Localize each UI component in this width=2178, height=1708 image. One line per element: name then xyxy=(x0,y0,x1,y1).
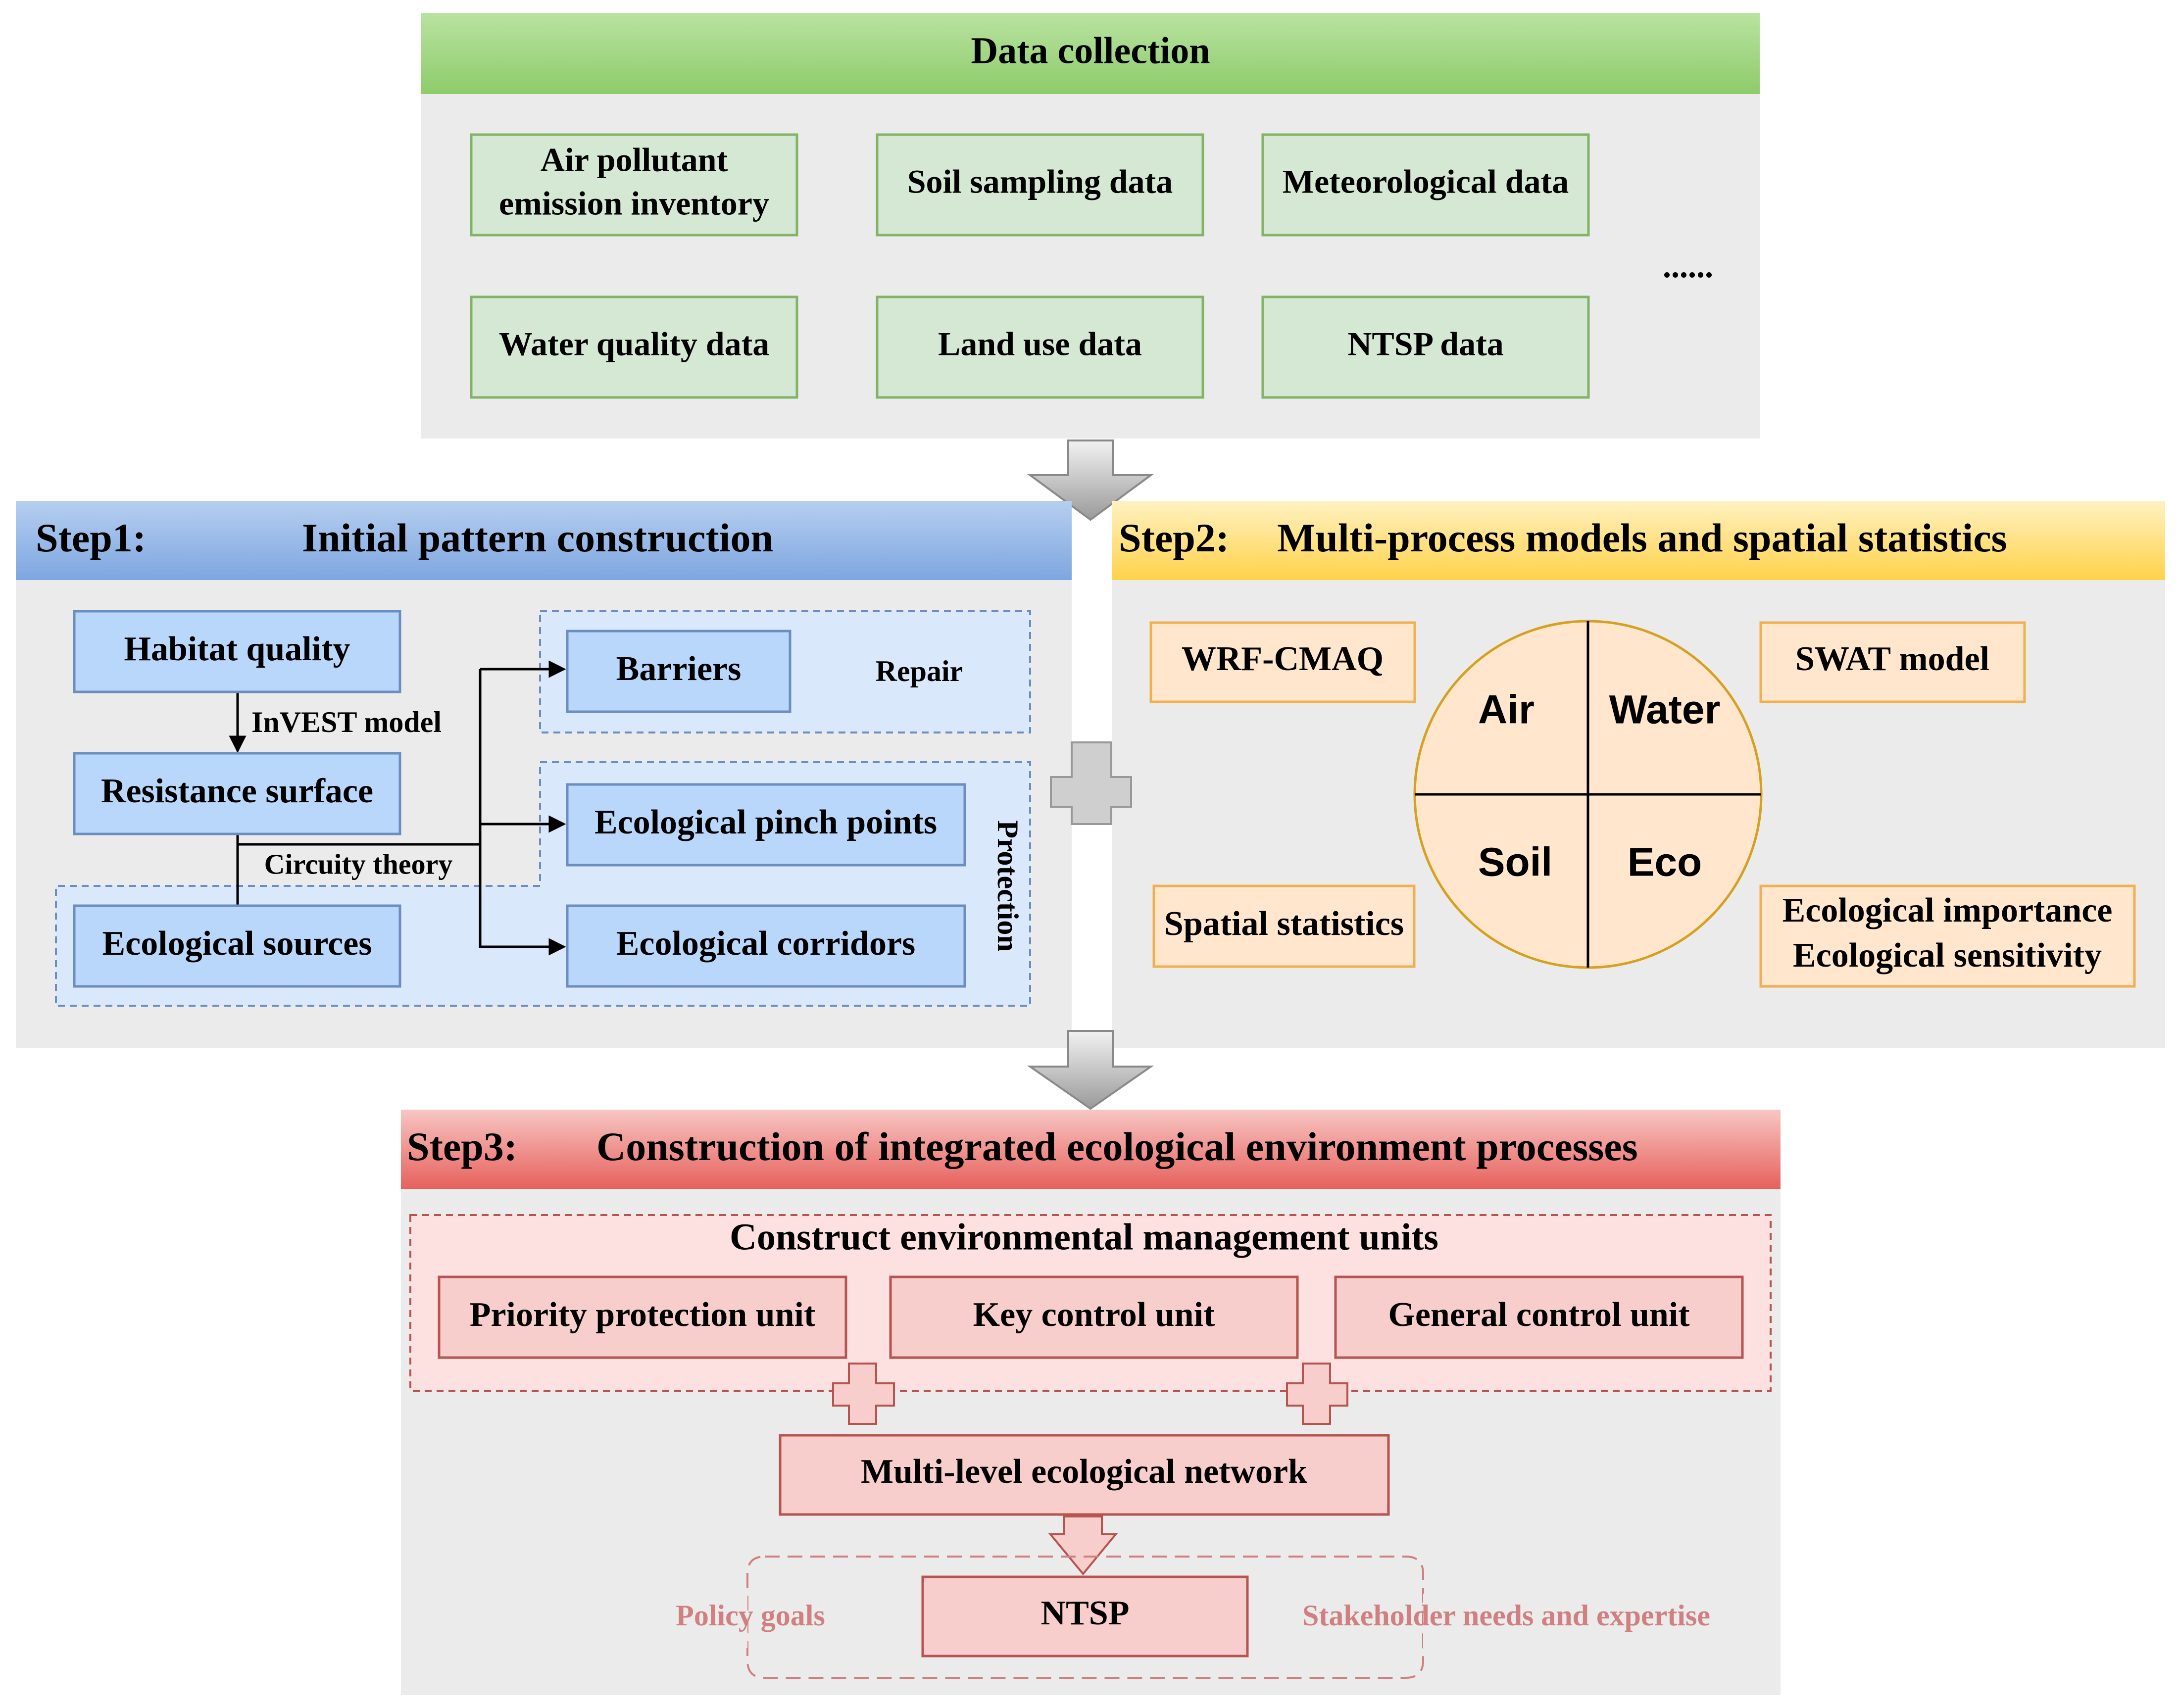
wrf-cmaq-box: WRF-CMAQ xyxy=(1149,621,1416,703)
protection-label: Protection xyxy=(991,820,1024,951)
step2-panel: Step2: Multi-process models and spatial … xyxy=(1112,501,2165,1048)
ecological-importance-box: Ecological importance Ecological sensiti… xyxy=(1759,884,2136,988)
step2-title: Multi-process models and spatial statist… xyxy=(1277,515,2007,560)
step1-title: Initial pattern construction xyxy=(302,515,773,560)
data-item-air-pollutant: Air pollutant emission inventory xyxy=(470,133,798,237)
quadrant-air: Air xyxy=(1478,687,1534,732)
units-title: Construct environmental management units xyxy=(730,1216,1438,1258)
ecological-sensitivity-label: Ecological sensitivity xyxy=(1793,936,2102,975)
spatial-statistics-box: Spatial statistics xyxy=(1152,884,1416,968)
data-collection-panel: Data collection Air pollutant emission i… xyxy=(421,13,1760,439)
data-item-water-quality-label: Water quality data xyxy=(499,325,770,363)
data-item-ntsp: NTSP data xyxy=(1261,295,1590,399)
circuity-theory-label: Circuity theory xyxy=(264,848,453,880)
resistance-surface-box: Resistance surface xyxy=(73,752,401,835)
policy-goals-label: Policy goals xyxy=(676,1599,825,1632)
step1-panel: Step1: Initial pattern construction Habi… xyxy=(16,501,1072,1048)
down-arrow-icon xyxy=(1048,1515,1118,1576)
pinch-points-label: Ecological pinch points xyxy=(594,803,937,841)
ecological-sources-label: Ecological sources xyxy=(102,925,372,963)
data-item-meteorological-label: Meteorological data xyxy=(1283,163,1569,200)
spatial-statistics-label: Spatial statistics xyxy=(1164,905,1404,943)
resistance-surface-label: Resistance surface xyxy=(101,772,373,810)
quadrant-soil: Soil xyxy=(1478,840,1552,885)
data-item-air-pollutant-line1: Air pollutant xyxy=(541,141,728,179)
plus-icon xyxy=(1050,741,1132,825)
corridors-label: Ecological corridors xyxy=(616,925,916,963)
general-control-unit: General control unit xyxy=(1334,1275,1744,1359)
habitat-quality-box: Habitat quality xyxy=(73,610,401,693)
data-item-soil-sampling: Soil sampling data xyxy=(876,133,1204,237)
pinch-points-box: Ecological pinch points xyxy=(566,783,966,867)
data-item-soil-sampling-label: Soil sampling data xyxy=(907,163,1173,200)
barriers-label: Barriers xyxy=(616,650,742,688)
data-item-water-quality: Water quality data xyxy=(470,295,798,399)
step3-label: Step3: xyxy=(407,1124,517,1169)
data-item-land-use-label: Land use data xyxy=(938,325,1142,363)
process-circle: Air Water Soil Eco xyxy=(1413,620,1763,969)
data-item-land-use: Land use data xyxy=(876,295,1204,399)
data-item-meteorological: Meteorological data xyxy=(1261,133,1590,237)
priority-protection-unit: Priority protection unit xyxy=(438,1275,847,1359)
priority-protection-label: Priority protection unit xyxy=(470,1296,816,1334)
plus-icon xyxy=(832,1363,895,1425)
ntsp-label: NTSP xyxy=(1041,1594,1130,1632)
data-item-ntsp-label: NTSP data xyxy=(1347,325,1504,363)
ecological-sources-box: Ecological sources xyxy=(73,904,401,988)
data-collection-title: Data collection xyxy=(971,30,1210,71)
data-collection-ellipsis: ...... xyxy=(1663,247,1713,285)
key-control-label: Key control unit xyxy=(973,1296,1215,1334)
down-arrow-icon xyxy=(1027,439,1154,521)
step2-label: Step2: xyxy=(1119,515,1229,560)
quadrant-water: Water xyxy=(1609,687,1721,732)
step1-label: Step1: xyxy=(36,515,146,560)
key-control-unit: Key control unit xyxy=(889,1275,1299,1359)
data-item-air-pollutant-line2: emission inventory xyxy=(499,185,769,222)
down-arrow-icon xyxy=(1027,1030,1154,1110)
barriers-box: Barriers xyxy=(566,630,792,713)
swat-model-box: SWAT model xyxy=(1759,621,2026,703)
swat-model-label: SWAT model xyxy=(1795,640,1989,678)
multi-level-network-label: Multi-level ecological network xyxy=(861,1453,1307,1491)
stakeholder-container xyxy=(746,1556,1424,1679)
ecological-importance-label: Ecological importance xyxy=(1782,891,2113,929)
multi-level-network-box: Multi-level ecological network xyxy=(779,1434,1390,1516)
stakeholder-label: Stakeholder needs and expertise xyxy=(1302,1599,1710,1632)
repair-label: Repair xyxy=(876,655,963,687)
step3-panel: Step3: Construction of integrated ecolog… xyxy=(401,1110,1781,1695)
plus-icon xyxy=(1286,1363,1348,1425)
habitat-quality-label: Habitat quality xyxy=(124,630,350,668)
wrf-cmaq-label: WRF-CMAQ xyxy=(1182,640,1384,678)
quadrant-eco: Eco xyxy=(1628,840,1702,885)
corridors-box: Ecological corridors xyxy=(566,904,966,988)
invest-model-label: InVEST model xyxy=(251,706,442,738)
ntsp-box: NTSP xyxy=(921,1575,1249,1658)
step3-title: Construction of integrated ecological en… xyxy=(596,1124,1638,1169)
general-control-label: General control unit xyxy=(1388,1296,1689,1334)
